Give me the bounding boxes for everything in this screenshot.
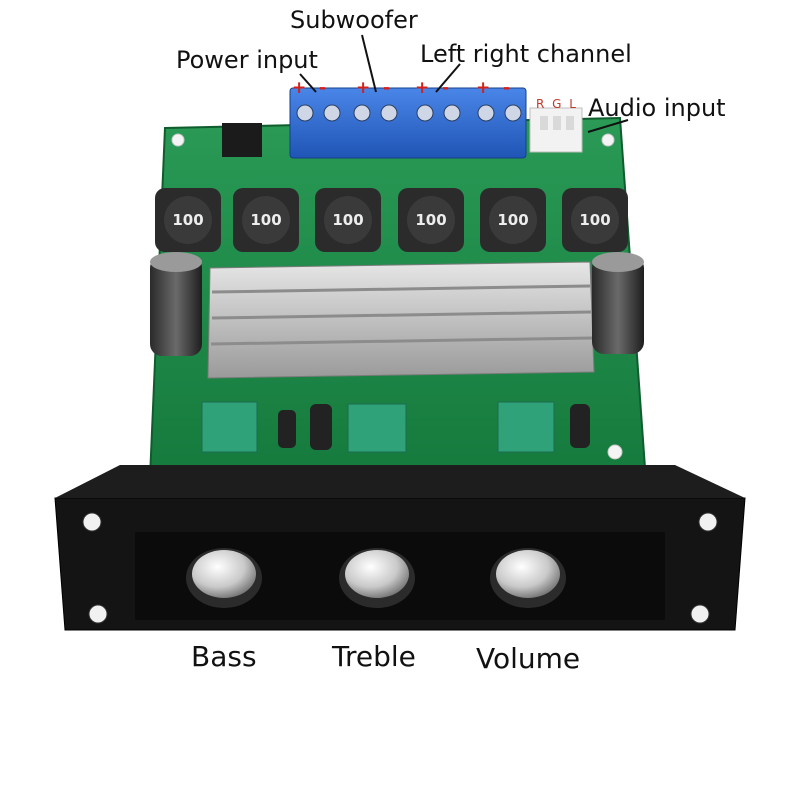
polarity-mark: -: [442, 78, 450, 98]
bass-label: Bass: [191, 640, 257, 673]
polarity-mark: +: [292, 78, 307, 98]
polarity-mark: -: [319, 78, 327, 98]
inductor: [398, 188, 464, 252]
left-right-channel-pointer: [435, 63, 461, 93]
panel-screw-hole: [690, 604, 710, 624]
regulator-chip: [222, 123, 262, 157]
polarity-mark: +: [356, 78, 371, 98]
svg-text:100: 100: [250, 211, 281, 229]
panel-screw-hole: [698, 512, 718, 532]
inductor: [562, 188, 628, 252]
inductor-row: [155, 188, 628, 252]
polarity-mark: +: [476, 78, 491, 98]
capacitor-right: [592, 252, 644, 354]
terminal-screws: [296, 104, 522, 122]
polarity-mark: +: [415, 78, 430, 98]
svg-text:100: 100: [579, 211, 610, 229]
polarity-mark: -: [383, 78, 391, 98]
inductor: [155, 188, 221, 252]
panel-screw-hole: [82, 512, 102, 532]
small-capacitor: [310, 404, 332, 450]
inductor: [480, 188, 546, 252]
svg-text:100: 100: [415, 211, 446, 229]
heatsink: [207, 261, 595, 379]
volume-label: Volume: [476, 642, 581, 675]
subwoofer-label: Subwoofer: [290, 6, 418, 34]
audio-input-label: Audio input: [588, 94, 726, 122]
panel-top: [55, 465, 745, 498]
treble-label: Treble: [332, 640, 416, 673]
bass-knob: [186, 548, 262, 608]
svg-text:100: 100: [497, 211, 528, 229]
small-capacitor: [278, 410, 296, 448]
subwoofer-pointer: [361, 34, 377, 93]
terminal-block: [289, 87, 527, 159]
capacitor-left: [150, 252, 202, 356]
mount-hole: [607, 444, 623, 460]
volume-knob: [490, 548, 566, 608]
svg-text:100: 100: [332, 211, 363, 229]
audio-input-pointer: [587, 119, 629, 133]
inductor: [315, 188, 381, 252]
polarity-mark: -: [503, 78, 511, 98]
potentiometer-volume: [497, 401, 555, 453]
left-right-channel-label: Left right channel: [420, 40, 632, 68]
inductor-labels: 100 100 100 100 100 100: [172, 211, 610, 229]
input-pin-labels: R G L: [536, 97, 578, 111]
mount-hole: [171, 133, 185, 147]
potentiometer-bass: [201, 401, 258, 453]
inductor: [233, 188, 299, 252]
treble-knob: [339, 548, 415, 608]
mount-hole: [601, 133, 615, 147]
svg-text:100: 100: [172, 211, 203, 229]
panel-screw-hole: [88, 604, 108, 624]
power-input-pointer: [299, 73, 317, 93]
small-capacitor: [570, 404, 590, 448]
potentiometer-treble: [347, 403, 407, 453]
power-input-label: Power input: [176, 46, 318, 74]
